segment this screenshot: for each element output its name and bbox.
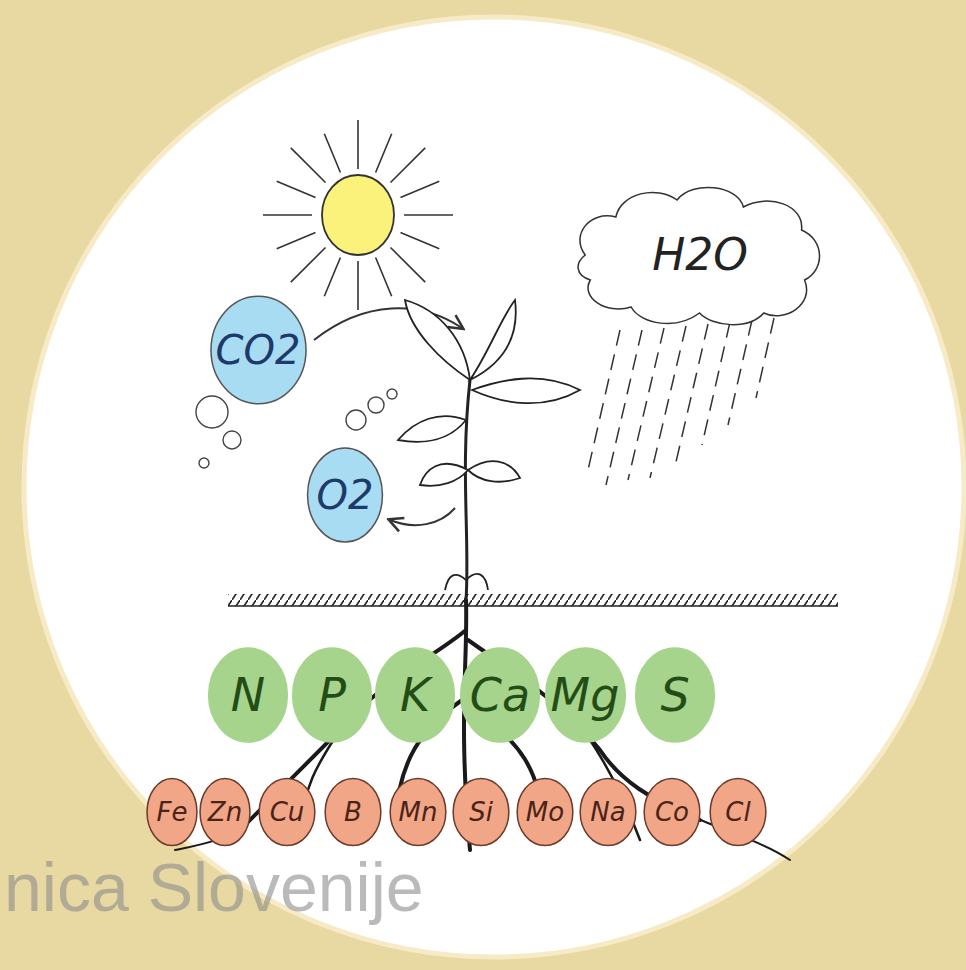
cloud-node: H2O bbox=[575, 185, 825, 325]
element-symbol: Fe bbox=[157, 799, 188, 825]
node-text-wrap: Co bbox=[643, 777, 701, 847]
node-text-wrap: S bbox=[634, 646, 716, 744]
node-text-wrap: K bbox=[374, 646, 456, 744]
element-symbol: H2O bbox=[652, 233, 748, 277]
element-symbol: K bbox=[400, 672, 430, 718]
element-symbol: Cu bbox=[270, 799, 305, 825]
element-circle: Si bbox=[452, 777, 510, 847]
frame-circle bbox=[24, 17, 964, 957]
node-text-wrap: Mn bbox=[389, 777, 447, 847]
element-circle: Zn bbox=[199, 777, 251, 847]
element-circle: Mn bbox=[389, 777, 447, 847]
element-circle: B bbox=[324, 777, 382, 847]
node-text-wrap: N bbox=[207, 646, 289, 744]
node-text-wrap: Mg bbox=[544, 646, 627, 744]
node-text-wrap: Na bbox=[579, 777, 637, 847]
element-circle: O2 bbox=[306, 446, 384, 544]
node-text-wrap: Ca bbox=[459, 646, 541, 744]
element-symbol: S bbox=[660, 672, 689, 718]
soil-line bbox=[228, 605, 838, 607]
element-circle: Na bbox=[579, 777, 637, 847]
node-text-wrap: Si bbox=[452, 777, 510, 847]
element-circle: Ca bbox=[459, 646, 541, 744]
node-text-wrap: H2O bbox=[575, 185, 825, 325]
node-text-wrap: B bbox=[324, 777, 382, 847]
soil-hatch bbox=[228, 594, 838, 606]
node-text-wrap: Zn bbox=[199, 777, 251, 847]
node-text-wrap: CO2 bbox=[209, 294, 308, 406]
node-text-wrap: O2 bbox=[306, 446, 384, 544]
watermark: nica Slovenije bbox=[4, 848, 424, 926]
element-symbol: Mg bbox=[551, 672, 620, 718]
element-circle: CO2 bbox=[209, 294, 308, 406]
element-symbol: Na bbox=[590, 799, 625, 825]
element-symbol: Mo bbox=[526, 799, 564, 825]
element-circle: Cu bbox=[258, 777, 316, 847]
element-circle: Fe bbox=[146, 777, 198, 847]
roots bbox=[175, 600, 790, 860]
element-symbol: CO2 bbox=[216, 330, 301, 370]
node-text-wrap: P bbox=[291, 646, 373, 744]
node-text-wrap: Cl bbox=[709, 777, 767, 847]
plant bbox=[398, 300, 580, 600]
release-arrow bbox=[390, 508, 455, 525]
element-symbol: Co bbox=[655, 799, 689, 825]
element-symbol: O2 bbox=[317, 475, 374, 515]
element-circle: Co bbox=[643, 777, 701, 847]
element-symbol: Si bbox=[469, 799, 493, 825]
sun bbox=[263, 120, 453, 310]
element-symbol: Mn bbox=[399, 799, 438, 825]
element-symbol: Ca bbox=[470, 672, 530, 718]
element-circle: Cl bbox=[709, 777, 767, 847]
element-circle: N bbox=[207, 646, 289, 744]
element-symbol: Zn bbox=[208, 799, 242, 825]
element-symbol: Cl bbox=[725, 799, 750, 825]
element-circle: S bbox=[634, 646, 716, 744]
element-circle: Mg bbox=[544, 646, 627, 744]
element-symbol: B bbox=[344, 799, 362, 825]
element-symbol: P bbox=[318, 672, 346, 718]
element-circle: Mo bbox=[516, 777, 574, 847]
element-circle: P bbox=[291, 646, 373, 744]
rain bbox=[588, 318, 774, 485]
node-text-wrap: Cu bbox=[258, 777, 316, 847]
node-text-wrap: Fe bbox=[146, 777, 198, 847]
element-symbol: N bbox=[231, 672, 265, 718]
element-circle: K bbox=[374, 646, 456, 744]
node-text-wrap: Mo bbox=[516, 777, 574, 847]
